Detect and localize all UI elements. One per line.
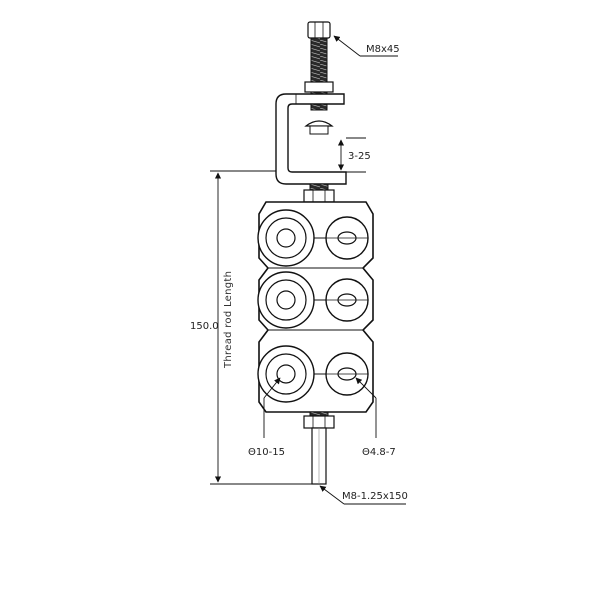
beam-clamp	[275, 93, 347, 185]
top-bolt	[304, 21, 334, 135]
dim-bolt: M8x45	[333, 35, 400, 57]
lower-nut	[303, 415, 335, 429]
clamp-gap-label: 3-25	[348, 151, 371, 162]
c-bracket	[275, 93, 347, 185]
large-hole	[276, 364, 296, 384]
dim-overall-length: 150.0 Thread rod Length	[190, 170, 312, 485]
lower-rod	[303, 411, 335, 485]
upper-nut	[303, 189, 335, 203]
upper-connector	[303, 183, 335, 203]
dim-small-hole: Θ4.8-7	[355, 377, 396, 458]
tier-2	[257, 271, 369, 329]
dim-threaded-rod: M8-1.25x150	[319, 485, 408, 505]
pressure-pad	[304, 120, 334, 127]
overall-length-label: 150.0	[190, 321, 219, 332]
lock-nut	[304, 81, 334, 93]
dim-clamp-gap: 3-25	[337, 137, 371, 173]
large-hole-label: Θ10-15	[248, 447, 285, 458]
tier-1	[257, 209, 369, 267]
large-hole	[276, 228, 296, 248]
threaded-rod-label: M8-1.25x150	[342, 491, 408, 502]
thread-rod-length-label: Thread rod Length	[223, 271, 234, 369]
cable-block	[257, 201, 374, 413]
dim-large-hole: Θ10-15	[248, 377, 285, 458]
small-hole-label: Θ4.8-7	[362, 447, 396, 458]
bolt-head	[307, 21, 331, 39]
bolt-label: M8x45	[366, 44, 400, 55]
large-hole	[276, 290, 296, 310]
